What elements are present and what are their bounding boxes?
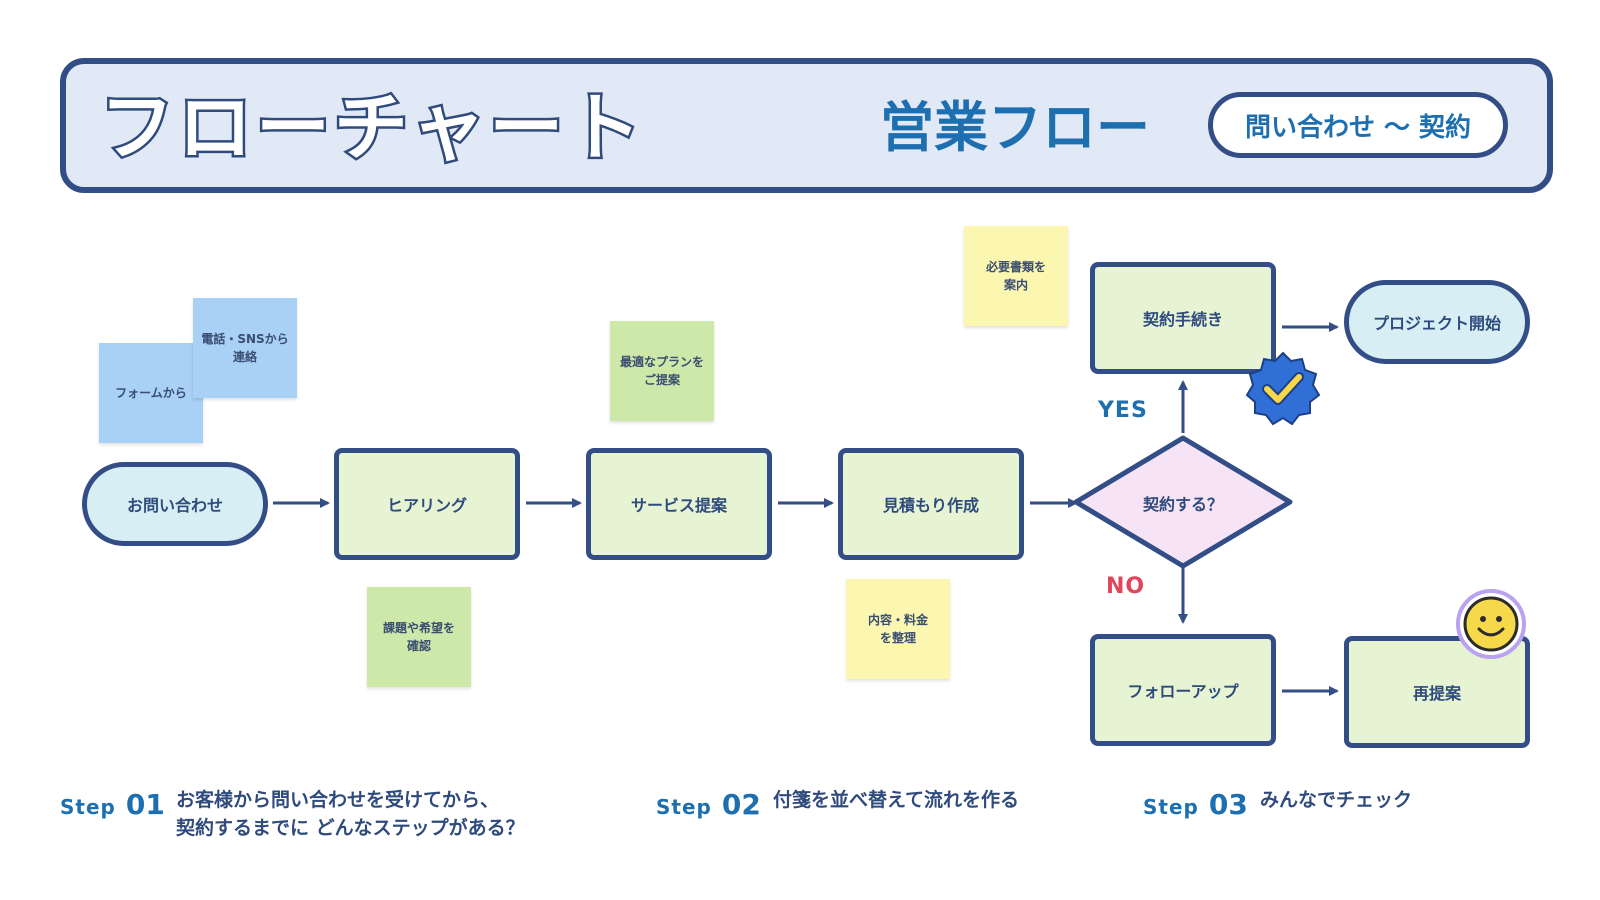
check-badge-icon — [1245, 351, 1321, 426]
node-hearing: ヒアリング — [334, 448, 520, 560]
sticky-form[interactable]: フォームから — [99, 343, 203, 443]
step-02-heading: Step 02 — [656, 788, 761, 821]
node-contract: 契約手続き — [1090, 262, 1276, 374]
step-01-heading: Step 01 — [60, 788, 165, 821]
step-01-number: 01 — [125, 788, 165, 821]
range-badge: 問い合わせ ～ 契約 — [1208, 92, 1508, 158]
node-project-start: プロジェクト開始 — [1344, 280, 1530, 364]
step-02-text: 付箋を並べ替えて流れを作る — [773, 789, 1020, 811]
sticky-documents[interactable]: 必要書類を 案内 — [964, 226, 1068, 326]
no-label: NO — [1106, 574, 1146, 599]
sticky-issues[interactable]: 課題や希望を 確認 — [367, 587, 471, 687]
step-01-text: お客様から問い合わせを受けてから、 契約するまでに どんなステップがある？ — [176, 789, 525, 839]
step-03-text: みんなでチェック — [1260, 789, 1413, 811]
step-03-label: Step — [1143, 795, 1199, 819]
step-02-label: Step — [656, 795, 712, 819]
smiley-icon — [1456, 589, 1526, 659]
node-follow-up: フォローアップ — [1090, 634, 1276, 746]
node-estimate: 見積もり作成 — [838, 448, 1024, 560]
step-02-number: 02 — [721, 788, 761, 821]
node-inquiry: お問い合わせ — [82, 462, 268, 546]
yes-label: YES — [1098, 398, 1148, 423]
step-03-heading: Step 03 — [1143, 788, 1248, 821]
step-01-label: Step — [60, 795, 116, 819]
step-03-number: 03 — [1208, 788, 1248, 821]
sticky-best-plan[interactable]: 最適なプランを ご提案 — [610, 321, 714, 421]
decision-label: 契約する？ — [1142, 495, 1223, 514]
sticky-content-price[interactable]: 内容・料金 を整理 — [846, 579, 950, 679]
decision-diamond — [1073, 435, 1293, 569]
sticky-phone-sns[interactable]: 電話・SNSから 連絡 — [193, 298, 297, 398]
node-service-proposal: サービス提案 — [586, 448, 772, 560]
flow-subtitle: 営業フロー — [880, 96, 1150, 159]
page-title: フローチャート — [97, 83, 646, 174]
